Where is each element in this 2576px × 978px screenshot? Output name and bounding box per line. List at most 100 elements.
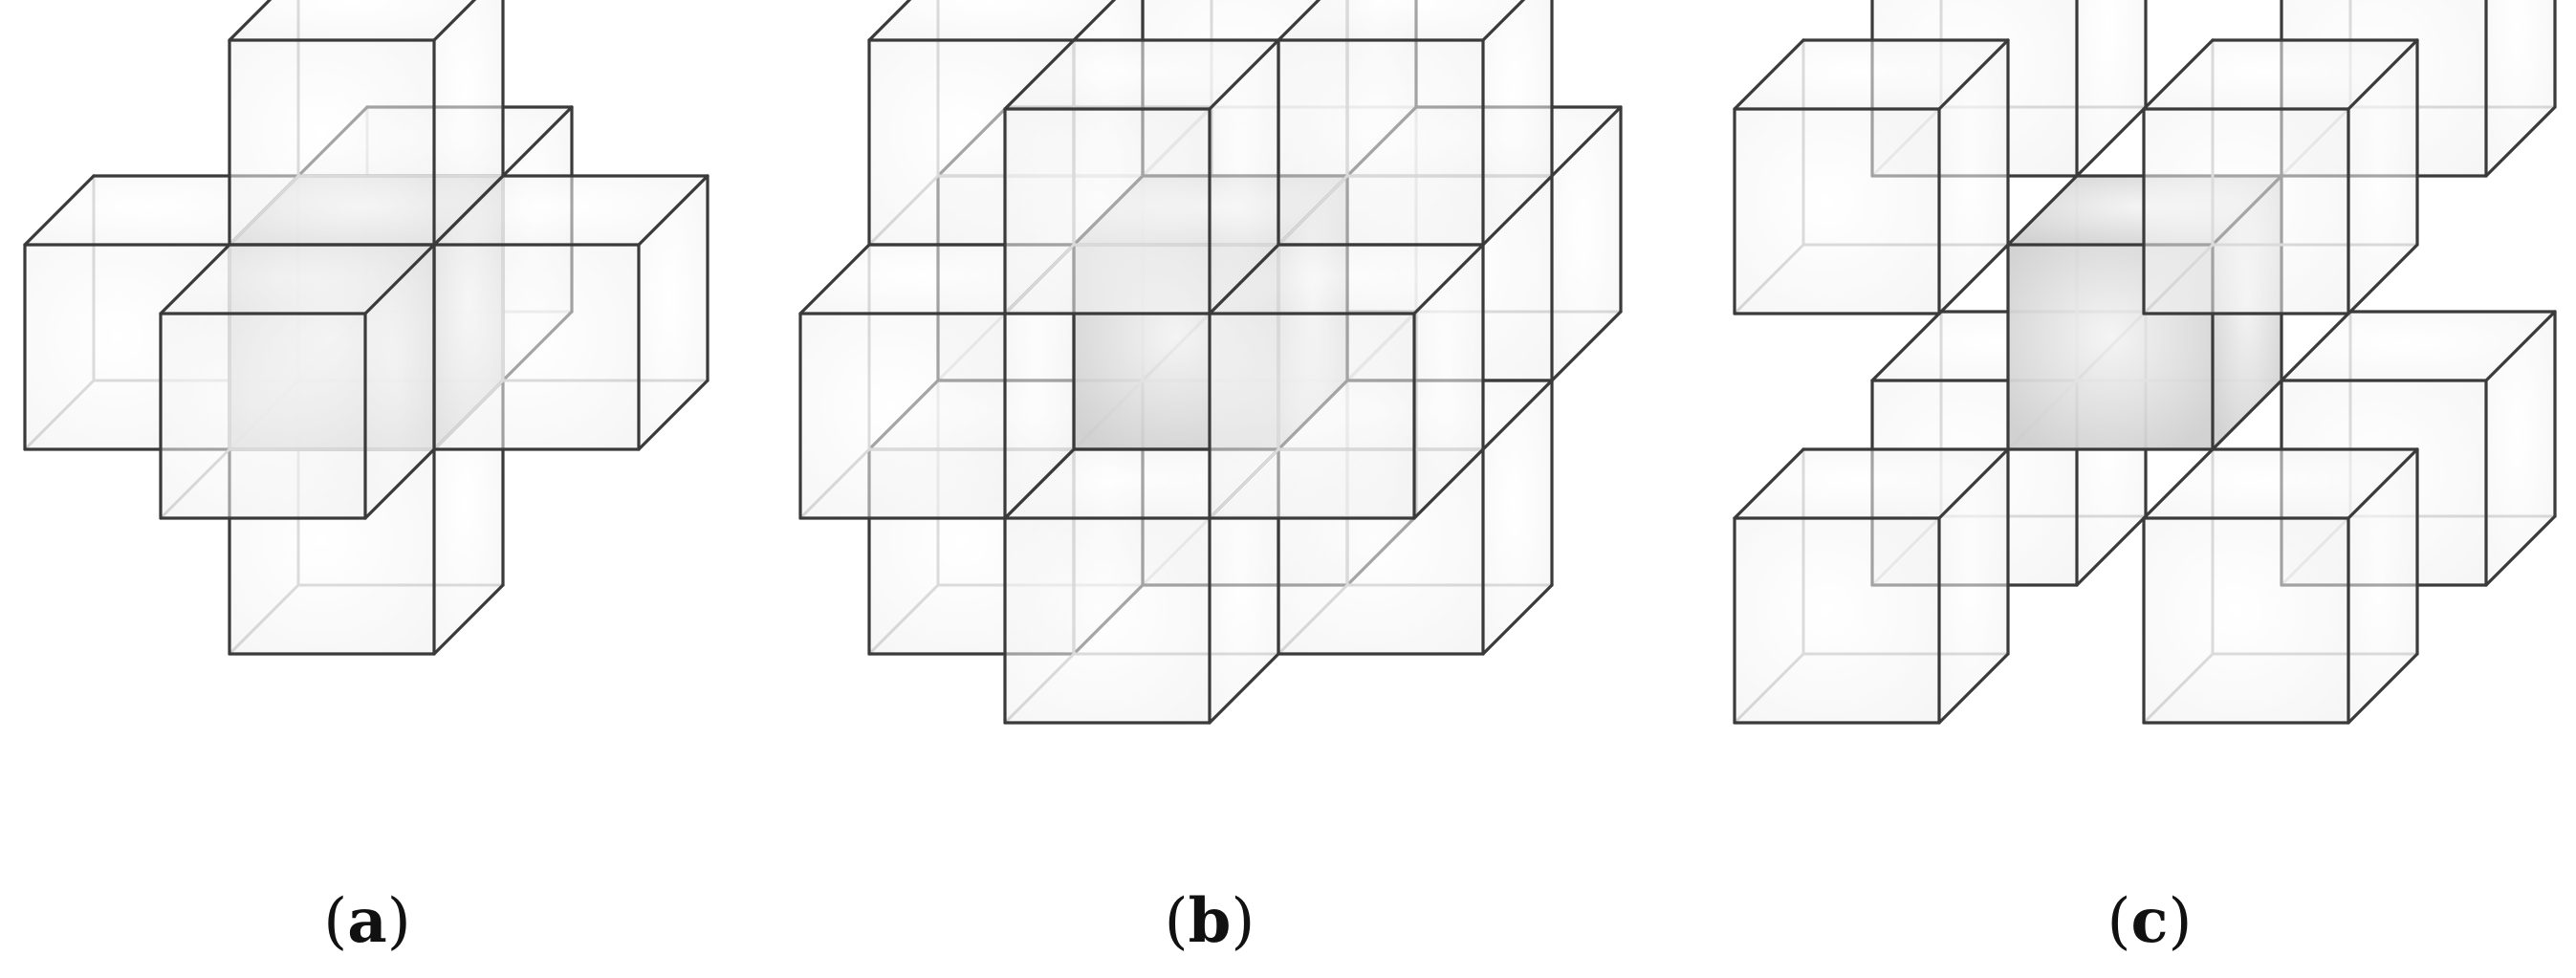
neighbor-cube-2-edge [432,0,477,42]
neighbor-cube-5-edge [1412,447,1485,520]
neighbor-cube-9-edge [1003,38,1076,111]
neighbor-cube-1-side-face [1483,380,1552,654]
neighbor-cube-1-edge [23,174,96,247]
neighbor-cube-9-front-face [1005,109,1210,314]
neighbor-cube-5-side-face [1939,40,2008,314]
neighbor-cube-7-edge [798,243,871,315]
neighbor-cube-5-top-face [1210,245,1483,314]
neighbor-cube-7-edge [1937,652,2010,725]
neighbor-cube-9-top-face [1005,40,1278,109]
neighbor-cube-0-top-face [434,176,708,245]
neighbor-cube-9-edge [1208,243,1280,315]
neighbor-cube-5-front-face [1735,109,1939,314]
neighbor-cube-0-edge [2484,105,2557,178]
neighbor-cube-3-edge [432,583,505,656]
neighbor-cube-9 [1003,38,1280,315]
neighbor-cube-0 [432,174,709,451]
caption-b: (b) [1165,885,1255,957]
neighbor-cube-5-top-face [161,245,434,314]
neighbor-cube-0-edge [1277,0,1321,42]
caption-a: (a) [323,885,410,957]
neighbor-cube-7-edge [1003,447,1076,520]
neighbor-cube-7 [1733,447,2010,725]
neighbor-cube-3-edge [2347,652,2419,725]
neighbor-cube-1-edge [2142,38,2215,111]
neighbor-cube-2-edge [2484,514,2557,587]
neighbor-cube-4-side-face [1552,107,1621,380]
neighbor-cube-3 [2142,447,2419,725]
neighbor-cube-7-edge [1937,447,2010,520]
neighbor-cube-4-edge [1550,310,1623,382]
neighbor-cube-11 [1003,447,1280,725]
neighbor-cube-0-side-face [1483,0,1552,245]
neighbor-cube-2-edge [867,0,912,42]
neighbor-cube-4-edge [1550,105,1623,178]
panel-a-von-neumann-neighborhood [23,0,709,656]
neighbor-cube-5 [159,243,436,520]
neighbor-cube-9-side-face [1210,40,1278,314]
neighbor-cube-3-front-face [2144,518,2348,723]
neighbor-cube-0-edge [637,174,709,247]
neighbor-cube-7-front-face [1735,518,1939,723]
neighbor-cube-5-top-face [1735,40,2008,109]
neighbor-cube-2 [228,0,505,247]
neighbor-cube-5-front-face [161,314,365,518]
neighbor-cube-1-front-face [2144,109,2348,314]
neighbor-cube-0-front-face [434,245,639,449]
neighbor-cube-4-side-face [2077,0,2146,176]
neighbor-cube-1-top-face [2144,40,2417,109]
neighbor-cube-3-edge [2347,447,2419,520]
neighbor-cube-5 [1208,243,1485,520]
neighbor-cube-4-edge [501,105,574,178]
neighbor-cube-3-edge [2142,447,2215,520]
neighbor-cube-6-edge [1870,310,1943,382]
neighbor-cube-2-front-face [229,40,434,245]
neighbor-cube-0-side-face [639,176,708,449]
panel-b-edge-neighborhood [798,0,1623,725]
neighbor-cube-5-edge [1937,243,2010,315]
neighbor-cube-5-front-face [1210,314,1414,518]
center-cube-edge [2211,379,2283,451]
neighbor-cube-0-side-face [2486,0,2555,176]
neighbor-cube-11-front-face [1005,518,1210,723]
neighbor-cube-5-edge [1937,38,2010,111]
neighbor-cube-5-edge [363,243,436,315]
neighbor-cube-2-edge [1072,0,1117,42]
neighbor-cube-1-edge [2347,38,2419,111]
neighbor-cube-7 [798,243,1076,520]
neighbor-cube-2-top-face [869,0,1114,40]
center-cube-edge [2006,174,2079,247]
panel-c-corner-neighborhood [1733,0,2557,725]
neighbor-cube-0-top-face [1278,0,1523,40]
neighbor-cube-0-edge [1481,174,1554,247]
neighbor-cube-7-edge [1733,447,1805,520]
neighbor-cube-2-edge [432,174,505,247]
neighbor-cube-1-side-face [2348,40,2417,314]
neighbor-cube-2-side-face [434,0,503,245]
neighbor-cube-1-edge [1481,379,1554,451]
neighbor-cube-2-edge [2484,310,2557,382]
neighbor-cube-5 [1733,38,2010,315]
neighbor-cube-0-edge [1481,0,1526,42]
caption-c: (c) [2107,885,2193,957]
neighbor-cube-5-edge [1412,243,1485,315]
neighbor-cube-7-top-face [1735,449,2008,518]
neighbor-cube-6-edge [2075,514,2148,587]
neighbor-cube-9-edge [1208,38,1280,111]
neighbor-cube-7-front-face [800,314,1005,518]
neighbor-cube-2-edge [228,0,273,42]
neighbor-cube-0 [1277,0,1554,247]
neighbor-cube-5-side-face [1414,245,1483,518]
neighbor-cube-4-edge [2075,105,2148,178]
neighbor-cube-2-top-face [229,0,474,40]
neighbor-cube-2-top-face [2281,312,2555,380]
neighbor-cube-0-front-face [1278,40,1483,245]
neighbor-cube-5-edge [1733,38,1805,111]
neighbor-cube-0-edge [637,379,709,451]
neighbor-cube-5-edge [363,447,436,520]
neighbor-cube-11-edge [1208,652,1280,725]
neighbor-cube-1-edge [1481,583,1554,656]
neighbor-cube-3-top-face [2144,449,2417,518]
neighbor-cube-2-edge [2280,310,2352,382]
